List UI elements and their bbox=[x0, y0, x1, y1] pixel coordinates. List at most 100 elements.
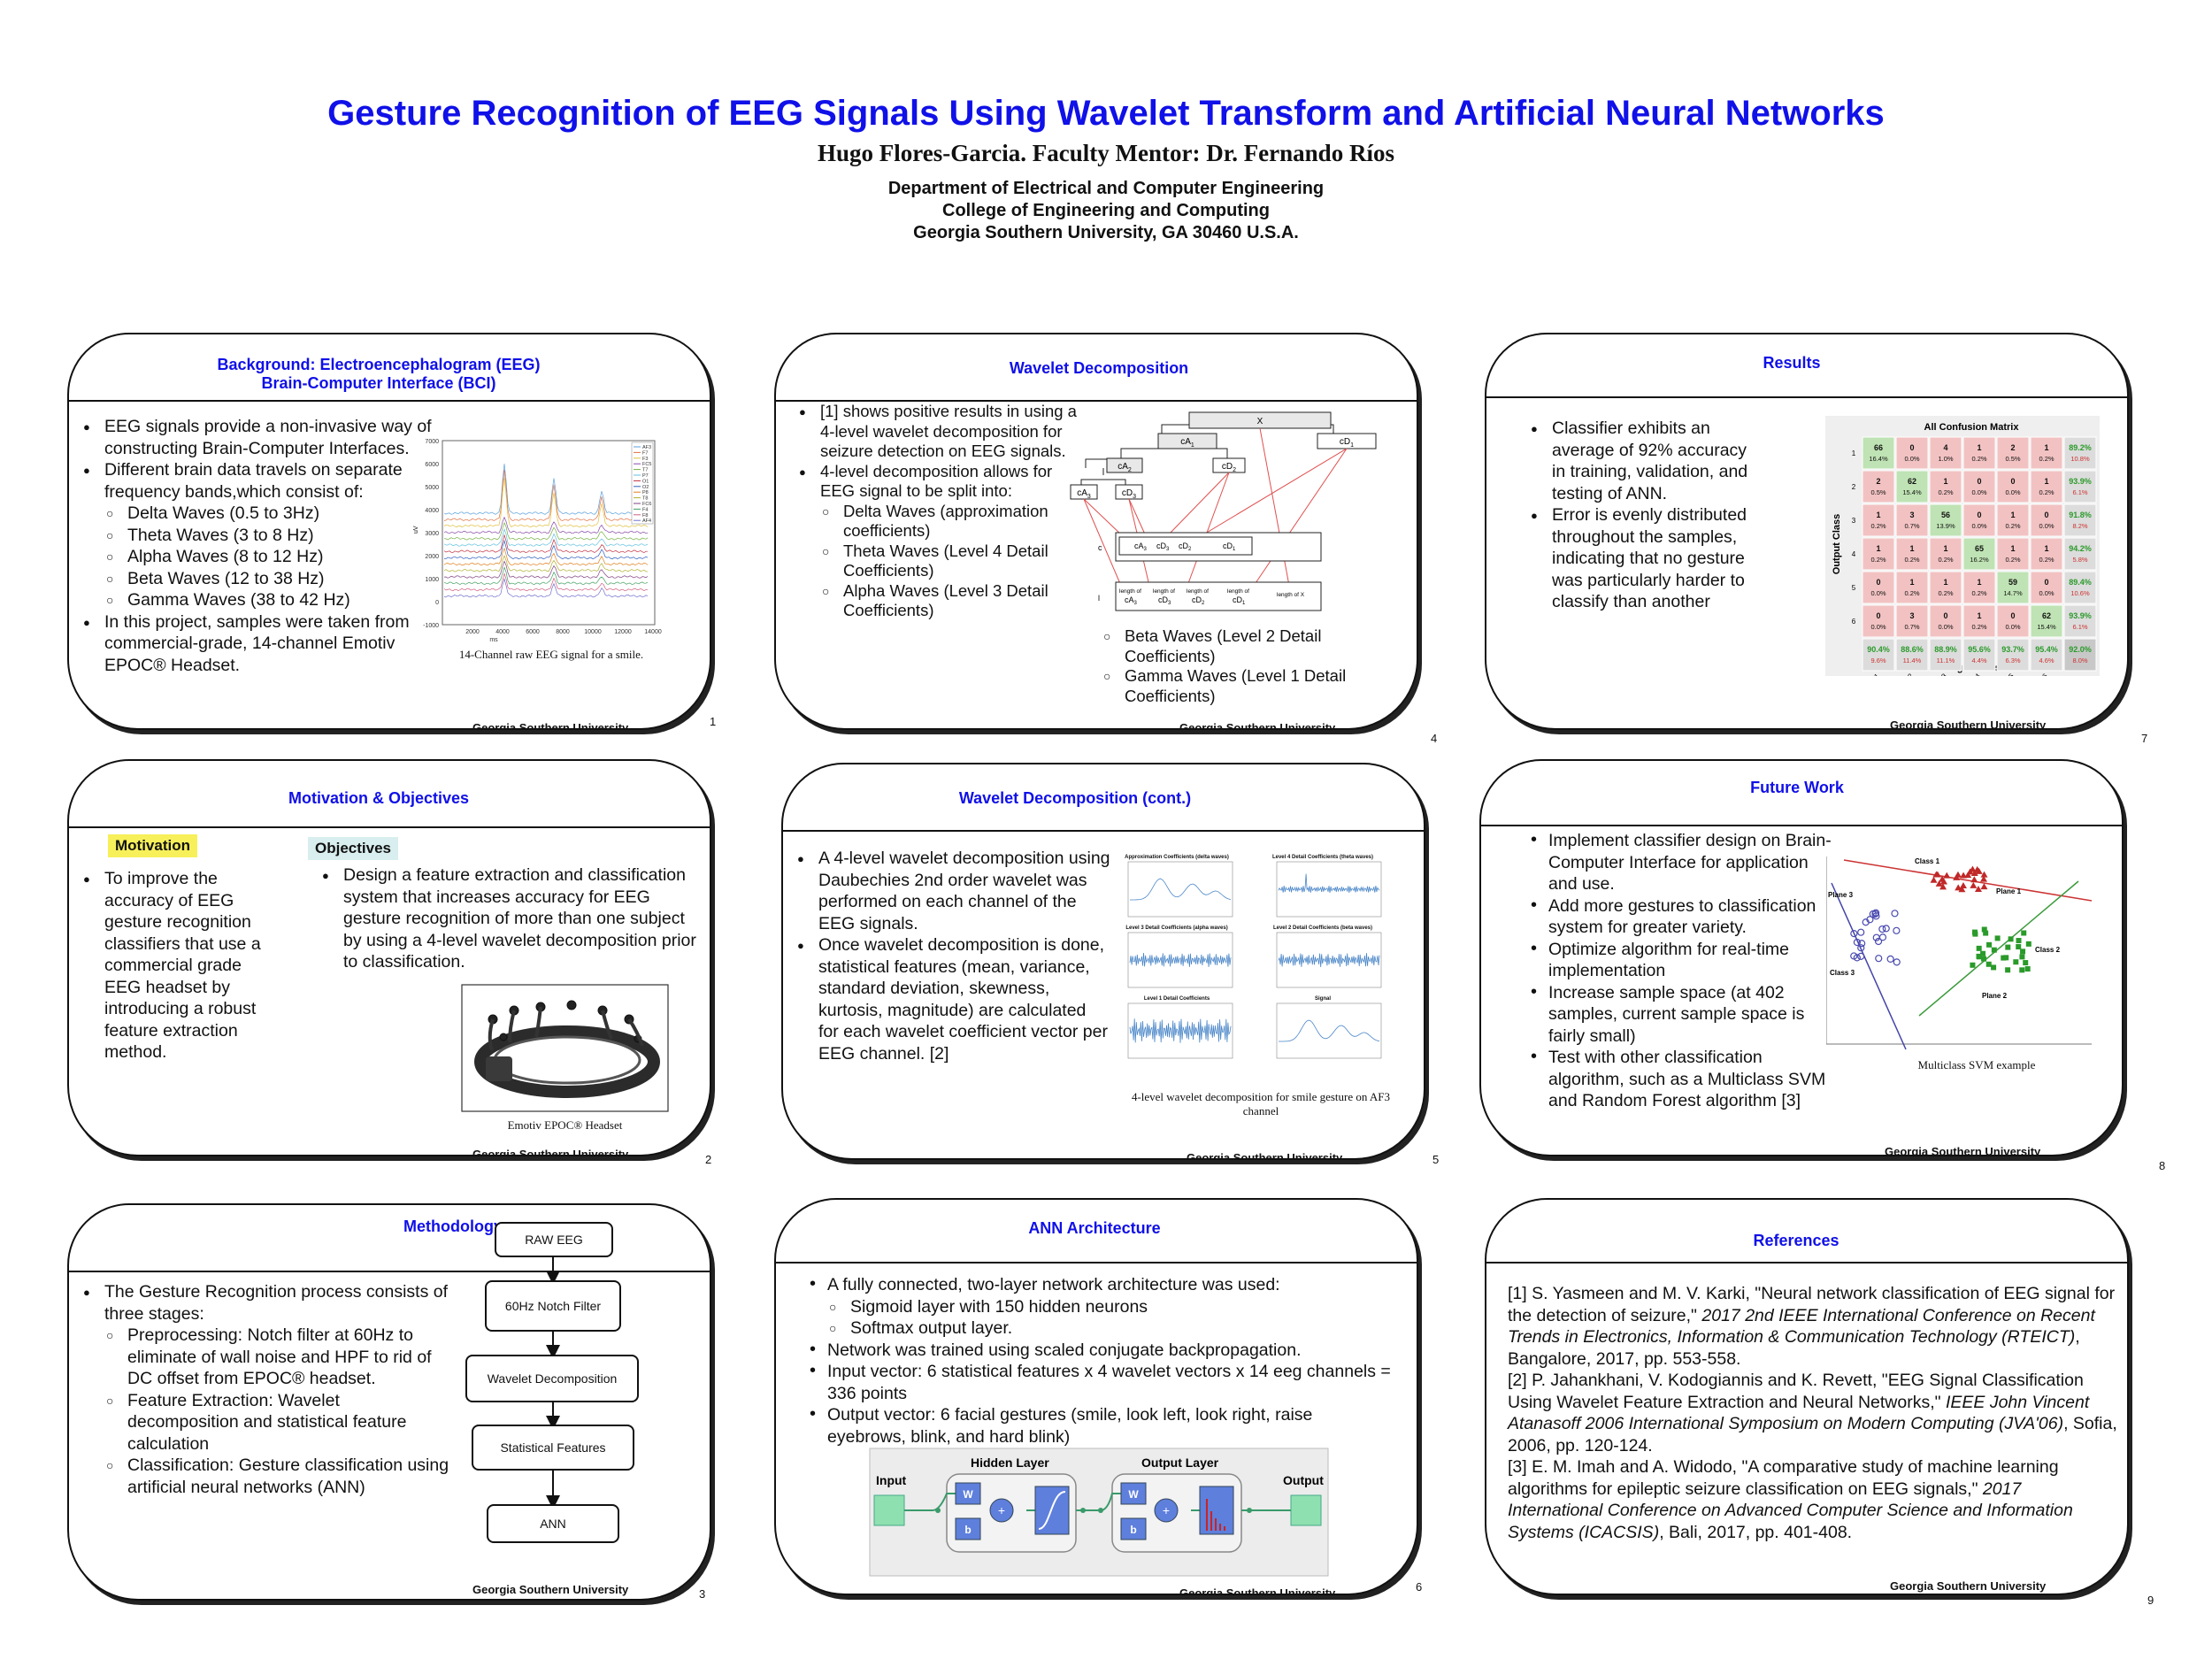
class-3-point bbox=[1857, 944, 1865, 952]
wavelet-caption: 4-level wavelet decomposition for smile … bbox=[1131, 1090, 1391, 1118]
class-2-point bbox=[1970, 962, 1976, 968]
svm-points bbox=[1850, 865, 2032, 973]
input-block bbox=[873, 1494, 905, 1526]
cell-percent: 0.0% bbox=[2039, 522, 2054, 530]
cell-percent: 0.7% bbox=[1904, 623, 1919, 631]
cell-value: 56 bbox=[1941, 511, 1950, 519]
cell-percent: 0.0% bbox=[2005, 623, 2020, 631]
panel-header bbox=[776, 334, 1417, 402]
footer-label: Georgia Southern University bbox=[1174, 1148, 1356, 1158]
subplot-title: Level 3 Detail Coefficients (alpha waves… bbox=[1125, 926, 1227, 931]
panel-title: Wavelet Decomposition (cont.) bbox=[958, 789, 1192, 807]
cell-percent: 6.3% bbox=[2005, 657, 2020, 664]
softmax-icon bbox=[1206, 1499, 1225, 1531]
cell-percent: 0.2% bbox=[2005, 522, 2020, 530]
bullet: Increase sample space (at 402 samples, c… bbox=[1531, 981, 1840, 1048]
cell-value: 1 bbox=[1943, 477, 1947, 486]
bullet: In this project, samples were taken from… bbox=[83, 611, 449, 677]
network-diagram: Input Output Hidden Layer Output Layer W… bbox=[869, 1448, 1329, 1577]
x-tick: 2000 bbox=[465, 629, 480, 635]
class-3-point bbox=[1850, 929, 1858, 938]
matrix-title: All Confusion Matrix bbox=[1924, 422, 2020, 433]
cell-value: 91.8% bbox=[2069, 511, 2092, 519]
matrix-cell bbox=[1962, 503, 1996, 537]
panel-header bbox=[69, 761, 710, 828]
cell-percent: 4.4% bbox=[1971, 657, 1986, 664]
cell-percent: 16.2% bbox=[1970, 556, 1989, 564]
svm-label: Class 3 bbox=[1830, 969, 1855, 977]
matrix-cell bbox=[2030, 436, 2063, 470]
cell-percent: 0.0% bbox=[1971, 522, 1986, 530]
col-label: 1 bbox=[1872, 672, 1881, 676]
y-tick: 7000 bbox=[425, 439, 439, 445]
class-1-point bbox=[1964, 872, 1972, 879]
matrix-cell bbox=[1862, 638, 1895, 672]
class-3-point bbox=[1857, 928, 1865, 936]
flow-arrows bbox=[546, 1256, 560, 1509]
affiliation-college: College of Engineering and Computing bbox=[942, 201, 1270, 220]
x-tick: 10000 bbox=[584, 629, 602, 635]
class-2-point bbox=[1976, 945, 1982, 951]
matrix-cell bbox=[2063, 571, 2097, 604]
bullet: Add more gestures to classification syst… bbox=[1531, 895, 1840, 939]
panel-number: 5 bbox=[1432, 1153, 1440, 1166]
cell-percent: 11.1% bbox=[1937, 657, 1955, 664]
row-label: 4 bbox=[1852, 550, 1856, 558]
cell-value: 93.9% bbox=[2069, 611, 2092, 620]
bullet: 4-level decomposition allows for EEG sig… bbox=[799, 462, 1086, 621]
row-label: 3 bbox=[1852, 517, 1856, 525]
matrix-cell bbox=[1962, 571, 1996, 604]
row-label: 5 bbox=[1852, 584, 1856, 592]
class-2-point bbox=[2005, 967, 2011, 973]
cell-percent: 8.0% bbox=[2072, 657, 2087, 664]
panel-wavelet-cont: Wavelet Decomposition (cont.) A 4-level … bbox=[781, 763, 1425, 1160]
bullet: Network was trained using scaled conjuga… bbox=[810, 1339, 1394, 1362]
sigmoid-block bbox=[1034, 1486, 1070, 1535]
flow-ann: ANN bbox=[487, 1504, 619, 1543]
wave-item: Delta Waves (approximation coefficients) bbox=[822, 502, 1086, 541]
wavelet-subplots: Approximation Coefficients (delta waves)… bbox=[1125, 855, 1382, 1059]
class-2-point bbox=[1983, 930, 1989, 936]
node-label: cA3 bbox=[1077, 488, 1091, 500]
class-2-point bbox=[1986, 941, 1993, 948]
cell-percent: 0.2% bbox=[1971, 589, 1986, 597]
panel-title: References bbox=[1753, 1232, 1839, 1249]
subplot-title: Level 1 Detail Coefficients bbox=[1144, 996, 1210, 1002]
class-3-point bbox=[1878, 925, 1886, 933]
class-1-point bbox=[1980, 875, 1988, 882]
ann-bullets: A fully connected, two-layer network arc… bbox=[804, 1273, 1394, 1448]
hidden-bias-block bbox=[955, 1517, 981, 1540]
matrix-cell bbox=[2063, 638, 2097, 672]
class-1-point bbox=[1980, 883, 1988, 890]
y-tick: 5000 bbox=[425, 485, 439, 491]
panel-title: Methodology bbox=[403, 1217, 503, 1235]
matrix-cell bbox=[1996, 571, 2030, 604]
matrix-cell bbox=[1996, 503, 2030, 537]
output-weight-block bbox=[1120, 1482, 1147, 1505]
eeg-trace bbox=[443, 527, 649, 547]
cell-value: 0 bbox=[2044, 511, 2048, 519]
legend-entry: FC6 bbox=[642, 502, 651, 507]
bullet: Classifier exhibits an average of 92% ac… bbox=[1531, 418, 1763, 504]
matrix-cell bbox=[1929, 436, 1962, 470]
flow-wavelet-decomposition: Wavelet Decomposition bbox=[465, 1355, 639, 1402]
flow-statistical-features: Statistical Features bbox=[472, 1425, 634, 1471]
layer-item: Softmax output layer. bbox=[829, 1317, 1394, 1340]
panel-results: Results Classifier exhibits an average o… bbox=[1485, 333, 2129, 730]
node-label: X bbox=[1257, 417, 1263, 426]
matrix-cell bbox=[1929, 604, 1962, 638]
plane-3-line bbox=[1831, 882, 1907, 1050]
title-line-2: Brain-Computer Interface (BCI) bbox=[261, 374, 496, 392]
panel-title: ANN Architecture bbox=[1028, 1219, 1161, 1237]
row-label: 6 bbox=[1852, 618, 1856, 626]
bullet: Implement classifier design on Brain-Com… bbox=[1531, 829, 1840, 895]
cell-percent: 0.5% bbox=[2005, 455, 2020, 463]
x-tick: 14000 bbox=[644, 629, 662, 635]
plane-2-line bbox=[1918, 880, 2079, 1017]
cell-value: 1 bbox=[2010, 544, 2015, 553]
title-line-1: Background: Electroencephalogram (EEG) bbox=[217, 356, 541, 373]
mapping-lines bbox=[1083, 427, 1348, 587]
matrix-cell bbox=[1996, 470, 2030, 503]
y-tick: 0 bbox=[435, 600, 439, 606]
